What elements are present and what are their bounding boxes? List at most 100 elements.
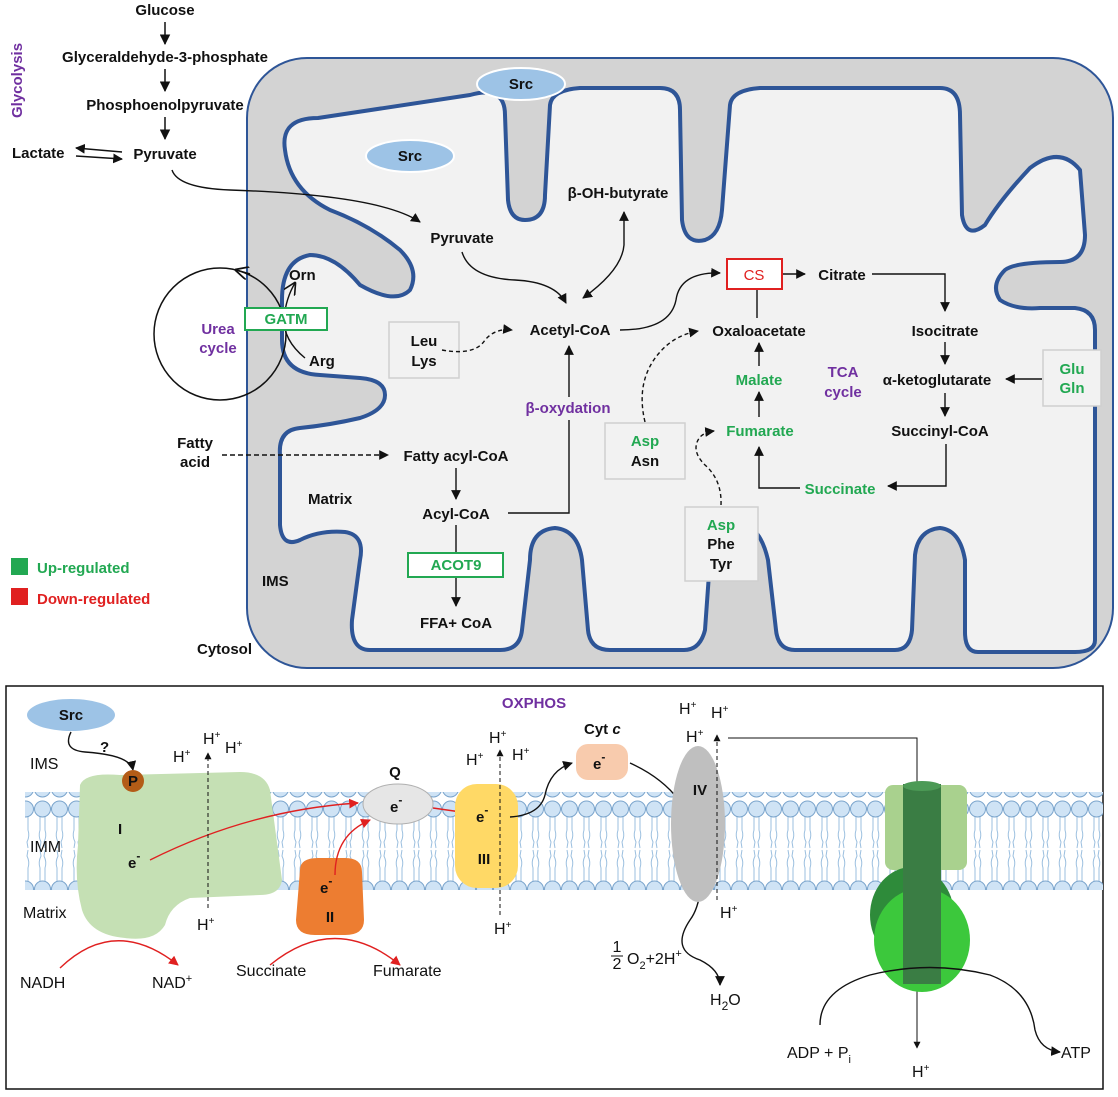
cytc-electron: e-: [593, 750, 605, 773]
atp-synthase-h-bottom: H+: [912, 1063, 930, 1081]
legend-up-swatch: [11, 558, 28, 575]
complex-iii: [455, 784, 518, 888]
complex-iii-h-2: H+: [489, 729, 507, 747]
h2o-label: H2O: [710, 992, 741, 1013]
ims-bottom-label: IMS: [30, 756, 58, 773]
complex-iv: [671, 746, 725, 902]
complex-iv-label: IV: [693, 782, 707, 799]
lactate-arrow-1: [75, 143, 123, 154]
complex-i-to-q-arrow: [149, 798, 359, 861]
src-protein-1: [476, 67, 566, 101]
complex-iii-h-3: H+: [512, 746, 530, 764]
src-label-1: Src: [509, 76, 533, 93]
succinate-label: Succinate: [805, 481, 876, 498]
beta-ox-label: β-oxydation: [526, 400, 611, 417]
complex-ii-to-q-arrow: [334, 818, 371, 876]
src-oxphos: [27, 699, 115, 731]
oxphos-title: OXPHOS: [502, 695, 566, 712]
asp2-label: Asp: [707, 517, 735, 534]
complex-i-h-bottom: H+: [197, 916, 215, 934]
adp-label: ADP + Pi: [787, 1045, 851, 1066]
iii-to-cytc-arrow: [509, 761, 573, 818]
acot9-box: [407, 552, 504, 578]
nadh-label: NADH: [20, 975, 65, 992]
complex-ii-label: II: [326, 909, 334, 926]
complex-iv-h-2: H+: [711, 704, 729, 722]
src-protein-2: [365, 139, 455, 173]
arg-label: Arg: [309, 353, 335, 370]
tyr-label: Tyr: [710, 556, 732, 573]
complex-iii-h-bottom: H+: [494, 920, 512, 938]
complex-i-label: I: [118, 821, 122, 838]
complex-iv-h-1: H+: [679, 700, 697, 718]
leu-lys-box: [388, 321, 460, 379]
phospho-label: P: [128, 773, 138, 790]
src-label-2: Src: [398, 148, 422, 165]
g3p-label: Glyceraldehyde-3-phosphate: [62, 49, 268, 66]
atp-label: ATP: [1061, 1045, 1091, 1062]
glu-gln-box: [1042, 349, 1102, 407]
pyruvate-to-acetyl-arrow: [461, 251, 567, 304]
phospho-badge: [122, 770, 144, 792]
glu-label: Glu: [1060, 361, 1085, 378]
succinate-bottom-label: Succinate: [236, 963, 306, 980]
fumarate-label: Fumarate: [726, 423, 794, 440]
succinate-fumarate-arrow: [269, 937, 401, 966]
orn-label: Orn: [289, 267, 316, 284]
acetyl-to-cs-arrow: [619, 267, 721, 331]
complex-iii-electron: e-: [476, 803, 488, 826]
adp-atp-arrow: [819, 966, 1061, 1056]
complex-iii-label: III: [478, 851, 491, 868]
bohb-acetyl-arrow: [582, 211, 629, 299]
o2-fraction-num: 1: [613, 939, 622, 956]
complex-ii-electron: e-: [320, 874, 332, 897]
legend-up-label: Up-regulated: [37, 560, 130, 577]
nad-label: NAD+: [152, 973, 192, 992]
bohb-label: β-OH-butyrate: [568, 185, 669, 202]
succinate-to-fumarate-arrow: [754, 446, 800, 489]
question-mark: ?: [100, 739, 109, 756]
src-to-p-arrow: [67, 731, 137, 771]
atp-synthase-stalk: [903, 784, 941, 984]
asp-phe-tyr-arrow: [695, 427, 722, 506]
nadh-arrow: [59, 940, 179, 969]
matrix-bottom-label: Matrix: [23, 905, 67, 922]
complex-i-electron: e-: [128, 849, 140, 872]
gatm-box: [244, 307, 328, 331]
complex-iv-h-3: H+: [686, 728, 704, 746]
lys-label: Lys: [411, 353, 436, 370]
glucose-label: Glucose: [135, 2, 194, 19]
matrix-label: Matrix: [308, 491, 353, 508]
lactate-label: Lactate: [12, 145, 65, 162]
citrate-to-isocitrate-arrow: [872, 273, 950, 312]
pyruvate-cyto-label: Pyruvate: [133, 146, 196, 163]
pep-label: Phosphoenolpyruvate: [86, 97, 244, 114]
glycolysis-title: Glycolysis: [9, 43, 26, 118]
cs-label: CS: [744, 267, 765, 284]
asp-asn-arrow: [641, 327, 699, 423]
complex-i-h-3: H+: [225, 739, 243, 757]
isocitrate-label: Isocitrate: [912, 323, 979, 340]
acetyl-coa-label: Acetyl-CoA: [530, 322, 611, 339]
leu-lys-arrow: [441, 324, 513, 353]
cytosol-label: Cytosol: [197, 641, 252, 658]
pyruvate-mito-label: Pyruvate: [430, 230, 493, 247]
lactate-arrow-2: [75, 153, 123, 164]
src-oxphos-label: Src: [59, 707, 83, 724]
asp-phe-tyr-box: [684, 506, 759, 582]
q-electron: e-: [390, 793, 402, 816]
o2-fraction-den: 2: [613, 956, 622, 973]
phe-label: Phe: [707, 536, 735, 553]
complex-i-h-1: H+: [173, 748, 191, 766]
ffa-label: FFA+ CoA: [420, 615, 492, 632]
complex-ii: [296, 858, 364, 935]
urea-label-2: cycle: [199, 340, 237, 357]
q-label: Q: [389, 764, 401, 781]
cytc-label: Cyt c: [584, 721, 621, 738]
succinyl-coa-label: Succinyl-CoA: [891, 423, 989, 440]
fatty-acid-label-1: Fatty: [177, 435, 213, 452]
ubiquinone: [362, 783, 434, 825]
asp-asn-box: [604, 422, 686, 480]
gln-label: Gln: [1060, 380, 1085, 397]
cytochrome-c: [576, 744, 628, 780]
